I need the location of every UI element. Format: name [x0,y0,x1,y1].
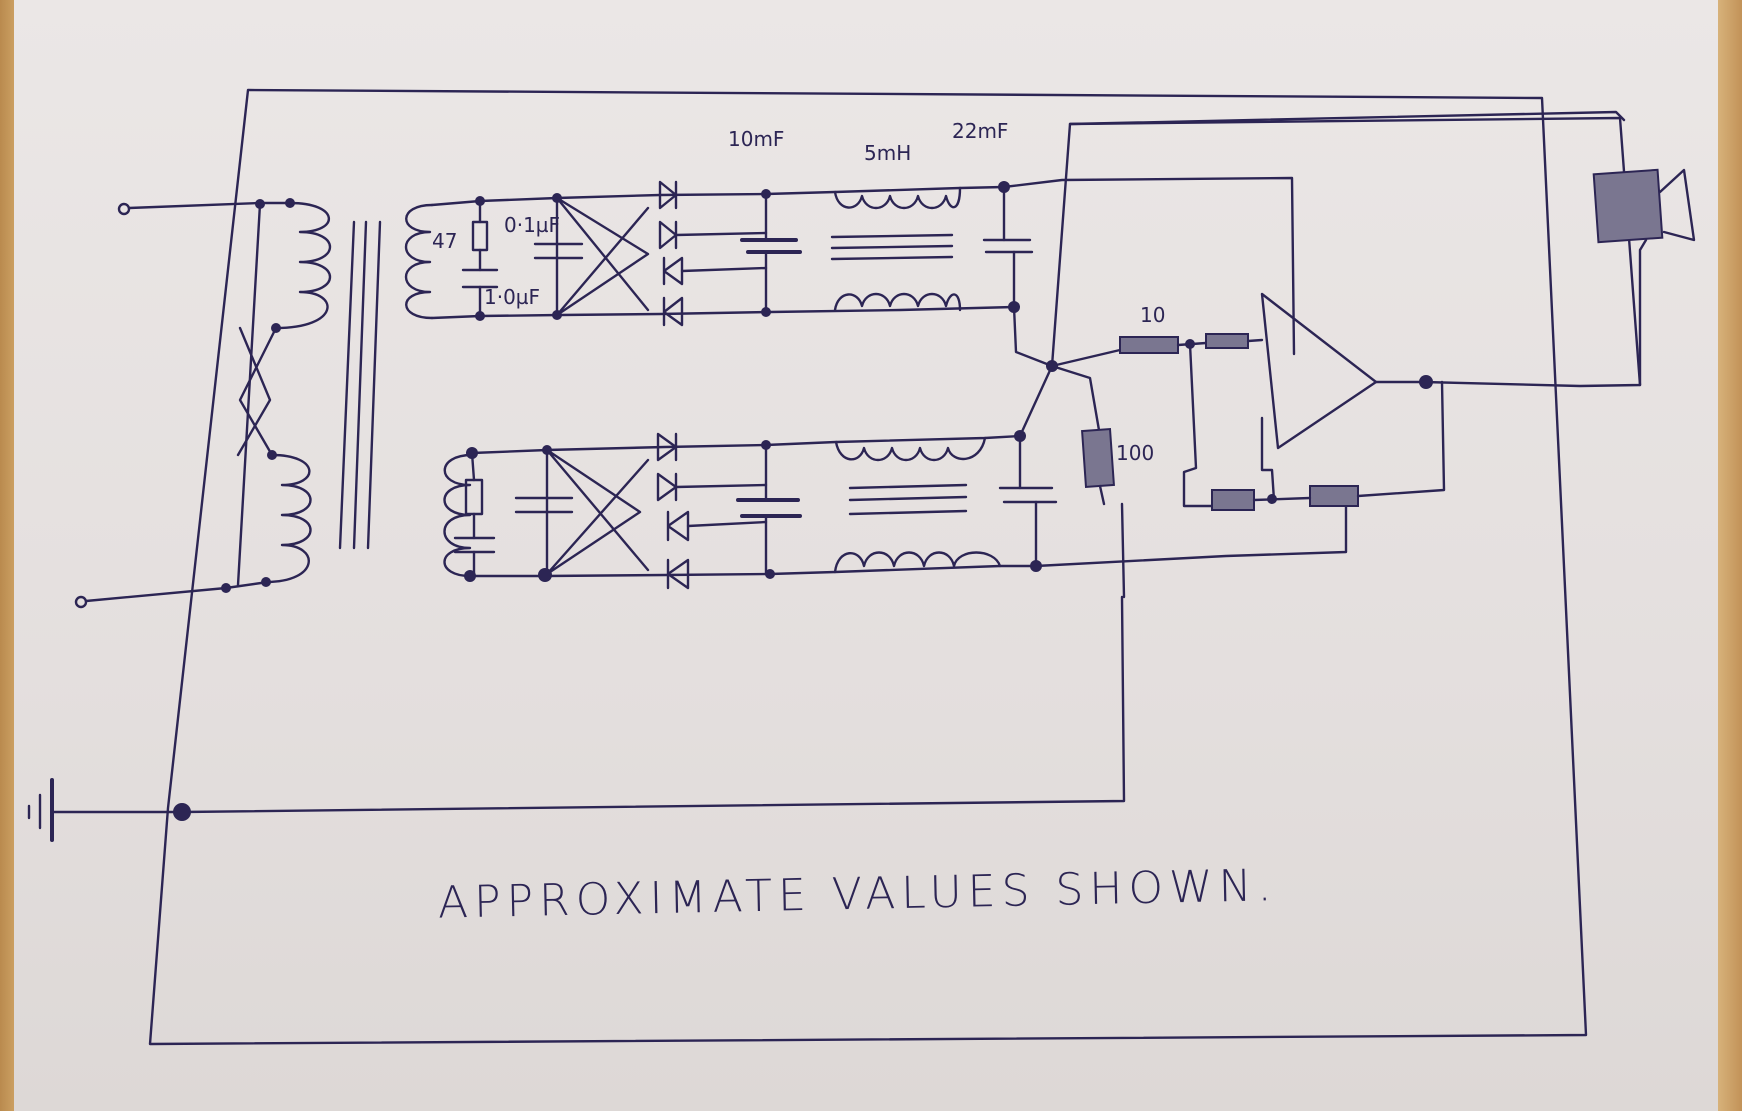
lower-supply [443,430,1058,590]
label-10: 10 [1140,303,1165,327]
mains-input [74,198,295,609]
label-0-1uf: 0·1µF [504,213,560,237]
speaker-icon [1068,110,1696,387]
label-5mh: 5mH [864,141,911,165]
transformer-core [338,220,382,550]
ground-symbol [27,595,1126,842]
label-10mf: 10mF [728,127,784,151]
label-47: 47 [432,229,457,253]
chassis-box [148,88,1588,1046]
label-1-0uf: 1·0µF [484,285,540,309]
desk-wood-right [1718,0,1742,1111]
upper-supply [404,180,1034,327]
paper-sheet [14,0,1722,1111]
amplifier-stage [1002,116,1642,599]
caption-text: APPROXIMATE VALUES SHOWN. [437,860,1278,929]
transformer-primary [264,201,331,584]
lower-diodes [656,432,768,590]
upper-diodes [658,180,768,327]
label-22mf: 22mF [952,119,1008,143]
label-100: 100 [1116,441,1154,465]
